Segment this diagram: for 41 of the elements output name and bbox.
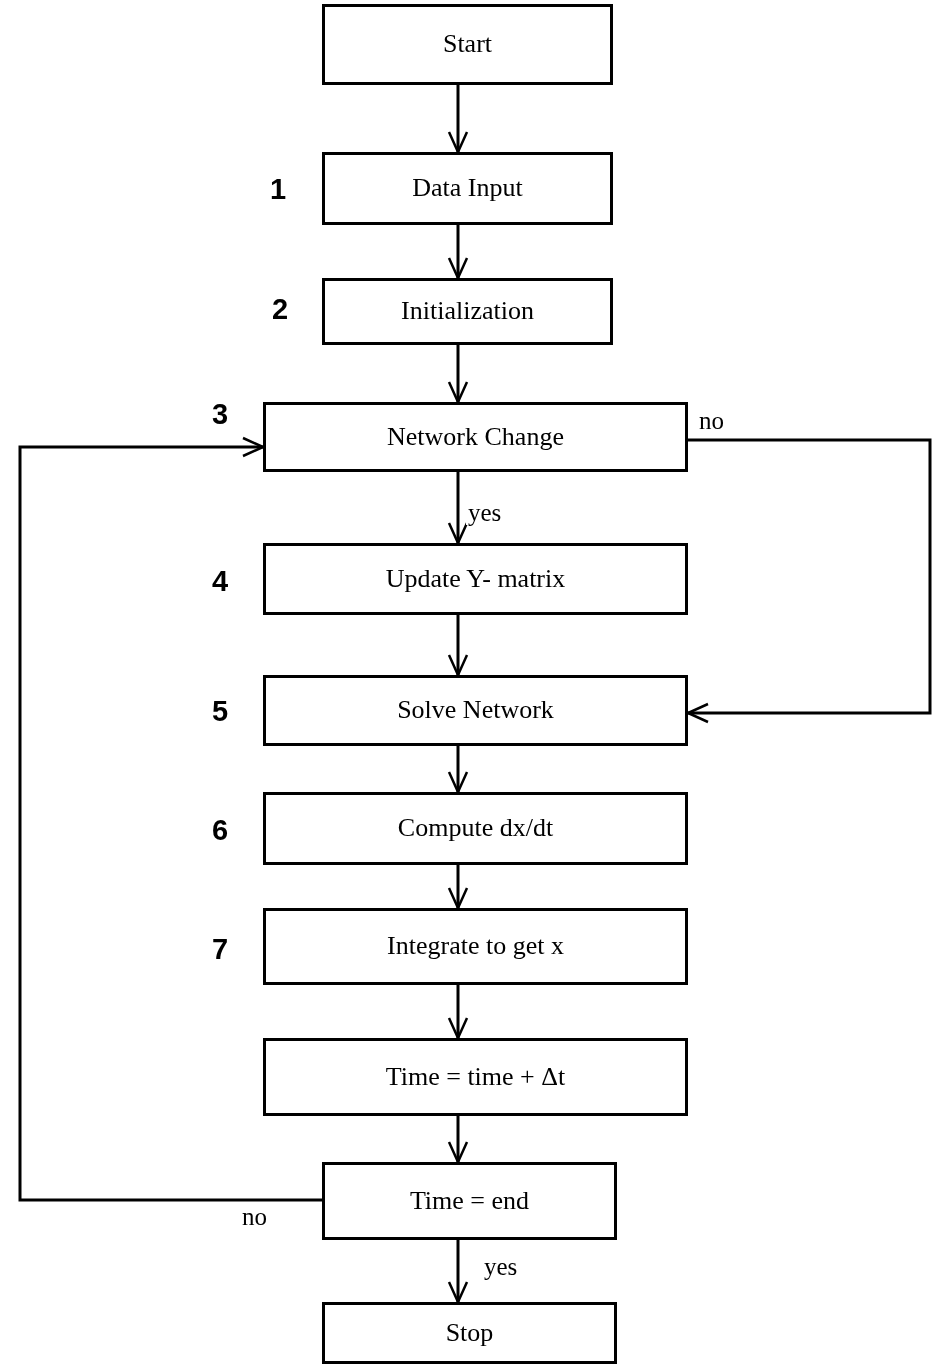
arrow [447,615,469,677]
process-box [263,402,688,472]
process-box [322,4,613,85]
process-box [263,543,688,615]
arrow [447,1240,469,1304]
box-label: Initialization [401,295,534,328]
process-box [263,908,688,985]
step-number: 5 [212,694,229,729]
box-label: Network Change [387,420,564,453]
process-box [322,152,613,225]
arrow [447,472,469,545]
step-number: 3 [212,397,229,432]
arrow [447,1116,469,1164]
process-box [322,1162,617,1240]
step-number: 7 [212,932,229,967]
box-label: Time = time + Δt [385,1060,566,1093]
process-box [263,792,688,865]
box-label: Integrate to get x [387,930,564,963]
process-box [322,278,613,345]
step-number: 2 [272,292,289,327]
step-number: 6 [212,813,229,848]
arrow [686,438,932,724]
arrow [447,225,469,280]
box-label: Update Y- matrix [385,562,566,595]
box-label: Compute dx/dt [397,812,554,845]
box-label: Data Input [412,172,523,205]
process-box [263,675,688,746]
arrow [447,865,469,910]
box-label: Solve Network [397,694,554,727]
process-box [322,1302,617,1364]
step-number: 4 [212,564,229,599]
arrow [447,985,469,1040]
process-box [263,1038,688,1116]
arrow [447,85,469,154]
step-number: 1 [270,172,287,207]
arrow [447,746,469,794]
box-label: Stop [445,1316,494,1349]
arrow [447,345,469,404]
box-label: Time = end [409,1184,530,1217]
arrow [18,436,322,1202]
box-label: Start [442,28,493,61]
